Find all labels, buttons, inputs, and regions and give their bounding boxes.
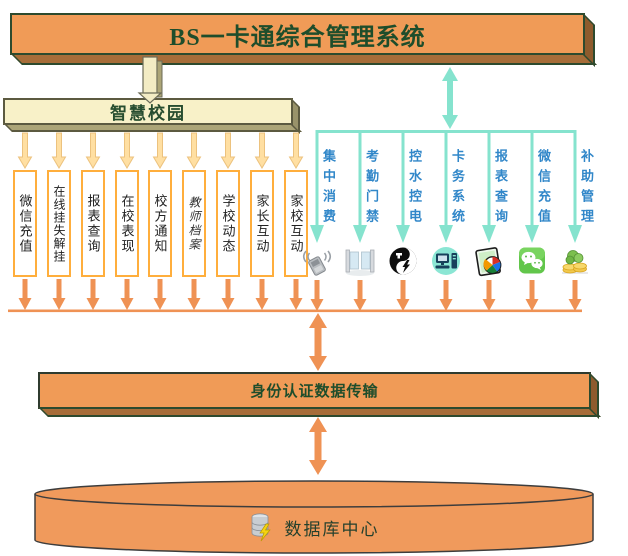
module-box-online-loss-report: 在线挂失解挂: [47, 170, 71, 277]
identity-transmission-banner: 身份认证数据传输: [38, 372, 601, 419]
icon-down-arrows: [310, 280, 582, 311]
database-cylinder: [34, 480, 594, 554]
teal-double-arrow: [442, 67, 458, 129]
database-center-label: 数据库中心: [284, 519, 380, 539]
module-label: 教师档案: [187, 195, 201, 252]
branch-label-card-system: 卡务系统: [450, 149, 465, 229]
banner-3d-bottom-edge: [10, 53, 597, 65]
coins-icon: [559, 244, 591, 278]
gate-icon: [344, 244, 376, 278]
wechat-icon: [516, 244, 548, 278]
module-label: 在线挂失解挂: [52, 184, 66, 263]
module-label: 家校互动: [288, 193, 304, 254]
branch-label-subsidy-management: 补助管理: [579, 149, 594, 229]
card-system-icon: [430, 244, 462, 278]
module-box-wechat-recharge: 微信充值: [13, 170, 37, 277]
module-box-home-school-interaction: 家校互动: [284, 170, 308, 277]
smart-campus-label: 智慧校园: [110, 104, 186, 123]
campus-down-arrows: [18, 132, 303, 169]
module-box-report-query: 报表查询: [81, 170, 105, 277]
module-box-parent-interaction: 家长互动: [250, 170, 274, 277]
module-down-arrows: [18, 279, 303, 310]
report-chart-icon: [473, 244, 505, 278]
top-banner: BS一卡通综合管理系统: [10, 13, 597, 67]
module-label: 校方通知: [152, 193, 168, 254]
module-box-school-news: 学校动态: [216, 170, 240, 277]
database-icon: [251, 513, 271, 542]
module-label: 报表查询: [85, 193, 101, 254]
identity-3d-bottom-edge: [38, 407, 601, 417]
branch-label-wechat-recharge: 微信充值: [536, 149, 551, 229]
database-center: 数据库中心: [0, 512, 628, 542]
identity-transmission-label: 身份认证数据传输: [250, 383, 379, 400]
pos-terminal-icon: [301, 244, 333, 278]
module-label: 在校表现: [119, 193, 135, 254]
campus-3d-bottom-edge: [3, 123, 302, 132]
module-box-school-performance: 在校表现: [115, 170, 139, 277]
module-label: 学校动态: [220, 193, 236, 254]
system-title: BS一卡通综合管理系统: [169, 24, 426, 51]
module-box-teacher-archives: 教师档案: [182, 170, 206, 277]
module-box-school-notice: 校方通知: [148, 170, 172, 277]
branch-label-report-query: 报表查询: [493, 149, 508, 229]
water-electric-icon: [387, 244, 419, 278]
smart-campus-banner: 智慧校园: [3, 98, 302, 134]
orange-bus-line: [8, 309, 582, 313]
bus-identity-double-arrow: [309, 313, 327, 371]
module-label: 微信充值: [17, 193, 33, 254]
branch-label-centralized-consumption: 集中消费: [321, 149, 336, 229]
branch-label-water-electric-control: 控水控电: [407, 149, 422, 229]
branch-label-attendance-access: 考勤门禁: [364, 149, 379, 229]
module-label: 家长互动: [254, 193, 270, 254]
